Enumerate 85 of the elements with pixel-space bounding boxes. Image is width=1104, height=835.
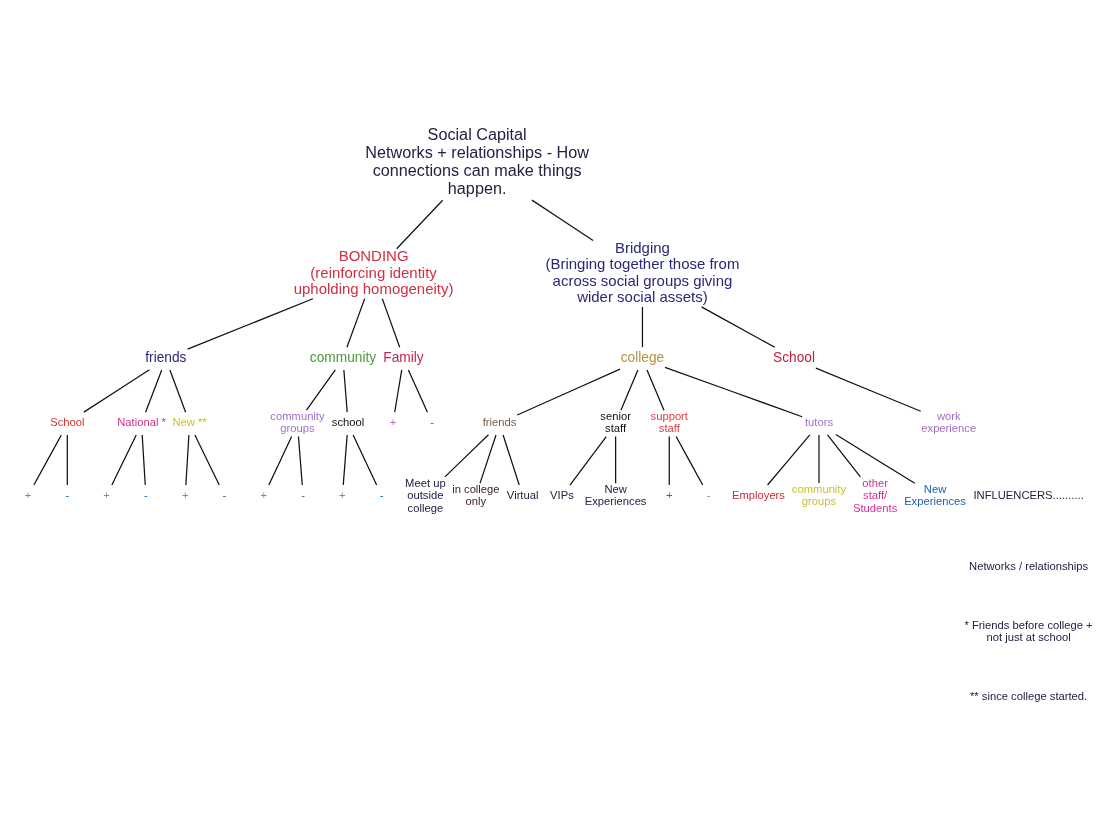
node-text: - [379, 489, 384, 502]
connector [187, 298, 314, 350]
node-text: senior staff [600, 409, 631, 435]
connector [343, 369, 348, 413]
node-text: New Experiences [904, 482, 966, 508]
node-text: VIPs [550, 489, 574, 502]
node-text: Bridging (Bringing together those from across social groups giving wider social assets) [545, 239, 740, 305]
connector [766, 434, 811, 486]
connector [346, 298, 366, 348]
connector [675, 435, 704, 486]
node-text: BONDING (reinforcing identity upholding homogeneity) [293, 247, 454, 297]
node-text: School [773, 350, 816, 366]
connector [144, 369, 163, 413]
connector [444, 434, 490, 478]
node-text: Social Capital Networks + relationships - How connections can make things happen. [365, 125, 590, 198]
connector [33, 434, 62, 486]
node-text: + [665, 489, 673, 502]
connector [531, 199, 594, 242]
node-text: + [339, 489, 346, 502]
connector [185, 434, 190, 486]
node-text: community groups [791, 482, 847, 508]
connector [111, 434, 137, 486]
connector [615, 435, 617, 484]
node-text: friends [145, 350, 187, 366]
connector [664, 366, 803, 418]
label: ** since college started. [969, 690, 1088, 703]
connector [83, 369, 150, 413]
node-text: - [144, 489, 148, 502]
node-text: school [331, 416, 365, 429]
node-text: work experience [921, 409, 977, 435]
node-text: - [65, 489, 70, 502]
node-text: community [309, 350, 377, 366]
connector [818, 434, 820, 484]
node-text: - [301, 489, 305, 502]
node-text: Virtual [506, 489, 539, 502]
connector [66, 434, 68, 486]
connector [479, 434, 497, 484]
node-text: other staff/ Students [852, 476, 898, 514]
node-text: - [706, 489, 711, 502]
connector [297, 435, 303, 486]
connector [569, 435, 607, 486]
node-text: Meet up outside college [405, 476, 446, 514]
node-text: + [103, 489, 110, 502]
node-text: School [50, 416, 85, 429]
connector [381, 298, 401, 348]
connector [641, 306, 644, 348]
connector [305, 369, 336, 411]
node-text: community groups [270, 409, 325, 435]
connector [700, 306, 776, 348]
node-text: + [389, 416, 397, 429]
connector [268, 435, 293, 486]
node-text: college [620, 350, 665, 366]
node-text: National * [117, 416, 166, 429]
connector [835, 433, 916, 484]
connector [194, 434, 220, 486]
node-text: + [181, 489, 189, 502]
connector [502, 434, 520, 486]
node-text: + [24, 489, 32, 502]
connector [646, 369, 665, 411]
node-text: + [260, 489, 268, 502]
node-text: Employers [731, 489, 785, 502]
node-text: friends [482, 416, 517, 429]
node-text: New Experiences [584, 482, 647, 508]
connector [620, 369, 639, 411]
connector [516, 368, 621, 416]
node-text: support staff [650, 409, 688, 435]
node-text: New ** [172, 416, 207, 429]
node-text: - [222, 489, 227, 502]
connector [394, 369, 403, 413]
connector [396, 199, 444, 250]
connector [141, 434, 146, 486]
label: INFLUENCERS.......... [973, 489, 1084, 502]
connector [342, 434, 348, 486]
connector [668, 435, 670, 486]
node-text: tutors [804, 416, 834, 429]
connector [169, 369, 187, 413]
label: Networks / relationships [969, 560, 1089, 573]
connector [352, 434, 378, 486]
connector [407, 369, 429, 413]
node-text: in college only [452, 482, 500, 508]
label: * Friends before college + not just at school [964, 618, 1093, 644]
node-text: - [430, 416, 435, 429]
connector [815, 367, 922, 412]
connector [826, 434, 862, 478]
node-text: Family [383, 350, 424, 366]
